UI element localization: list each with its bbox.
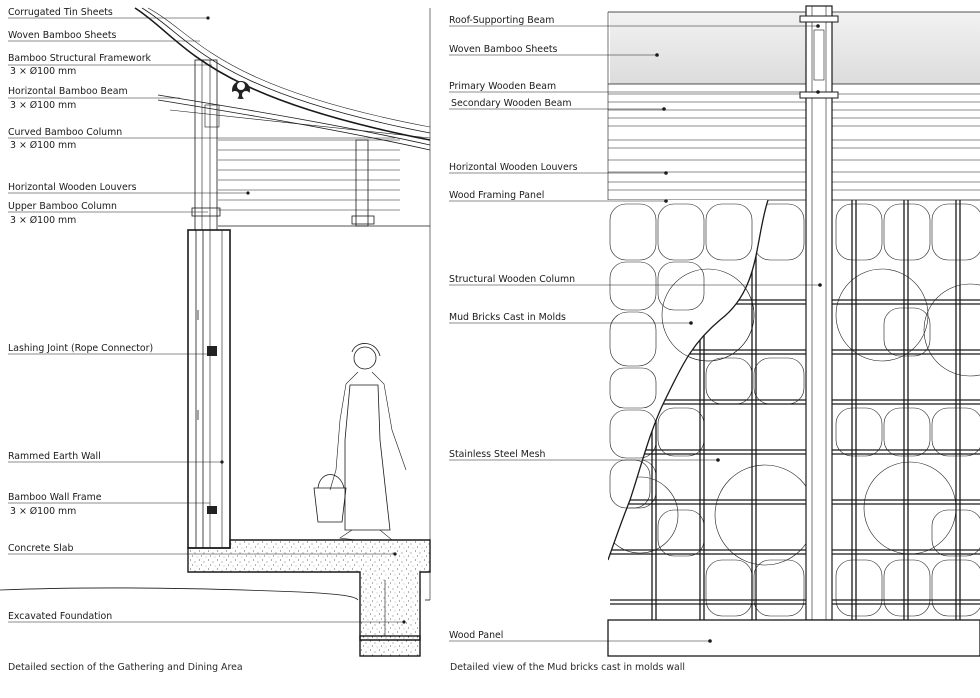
curved-roof <box>134 7 431 151</box>
label-horizontal-bamboo-beam: Horizontal Bamboo Beam <box>8 86 128 97</box>
label-bamboo-structural-framework: Bamboo Structural Framework <box>8 53 152 64</box>
right-elevation-drawing: Roof-Supporting Beam Woven Bamboo Sheets… <box>449 5 980 673</box>
label-wood-framing-panel: Wood Framing Panel <box>449 190 544 201</box>
label-woven-bamboo-sheets: Woven Bamboo Sheets <box>8 30 117 41</box>
sublabel-bamboo-structural-framework: 3 × Ø100 mm <box>10 66 76 77</box>
label-mud-bricks-cast-in-molds: Mud Bricks Cast in Molds <box>449 312 566 323</box>
wooden-beams <box>608 93 980 201</box>
label-stainless-steel-mesh: Stainless Steel Mesh <box>449 449 546 460</box>
label-horizontal-wooden-louvers-right: Horizontal Wooden Louvers <box>449 162 578 173</box>
woven-bamboo-band <box>610 12 980 84</box>
wood-panel <box>607 619 980 657</box>
mud-brick-wall <box>608 200 980 620</box>
right-leader-lines <box>449 24 822 643</box>
label-primary-wooden-beam: Primary Wooden Beam <box>449 81 556 92</box>
label-woven-bamboo-sheets-right: Woven Bamboo Sheets <box>449 44 558 55</box>
upper-bamboo-column <box>191 59 221 231</box>
label-secondary-wooden-beam: Secondary Wooden Beam <box>451 98 572 109</box>
left-leader-lines <box>8 16 406 624</box>
horizontal-louvers <box>218 139 430 227</box>
label-structural-wooden-column: Structural Wooden Column <box>449 274 575 285</box>
label-bamboo-wall-frame: Bamboo Wall Frame <box>8 492 102 503</box>
label-upper-bamboo-column: Upper Bamboo Column <box>8 201 117 212</box>
left-caption: Detailed section of the Gathering and Di… <box>8 662 243 673</box>
right-labels: Roof-Supporting Beam Woven Bamboo Sheets… <box>449 15 578 641</box>
person-figure <box>313 343 407 541</box>
bamboo-cluster <box>231 81 250 99</box>
rammed-earth-wall <box>187 229 231 549</box>
label-rammed-earth-wall: Rammed Earth Wall <box>8 451 101 462</box>
label-roof-supporting-beam: Roof-Supporting Beam <box>449 15 554 26</box>
label-excavated-foundation: Excavated Foundation <box>8 611 112 622</box>
ground-line <box>0 587 359 601</box>
left-section-drawing: Corrugated Tin Sheets Woven Bamboo Sheet… <box>0 7 431 673</box>
sublabel-horizontal-bamboo-beam: 3 × Ø100 mm <box>10 100 76 111</box>
sublabel-upper-bamboo-column: 3 × Ø100 mm <box>10 215 76 226</box>
right-caption: Detailed view of the Mud bricks cast in … <box>450 662 685 673</box>
label-curved-bamboo-column: Curved Bamboo Column <box>8 127 122 138</box>
label-wood-panel: Wood Panel <box>449 630 503 641</box>
label-lashing-joint: Lashing Joint (Rope Connector) <box>8 343 153 354</box>
sublabel-bamboo-wall-frame: 3 × Ø100 mm <box>10 506 76 517</box>
concrete-slab <box>187 539 431 657</box>
label-corrugated-tin-sheets: Corrugated Tin Sheets <box>8 7 113 18</box>
label-horizontal-wooden-louvers: Horizontal Wooden Louvers <box>8 182 137 193</box>
label-concrete-slab: Concrete Slab <box>8 543 74 554</box>
sublabel-curved-bamboo-column: 3 × Ø100 mm <box>10 140 76 151</box>
structural-wooden-column <box>799 5 839 621</box>
left-labels: Corrugated Tin Sheets Woven Bamboo Sheet… <box>8 7 153 622</box>
